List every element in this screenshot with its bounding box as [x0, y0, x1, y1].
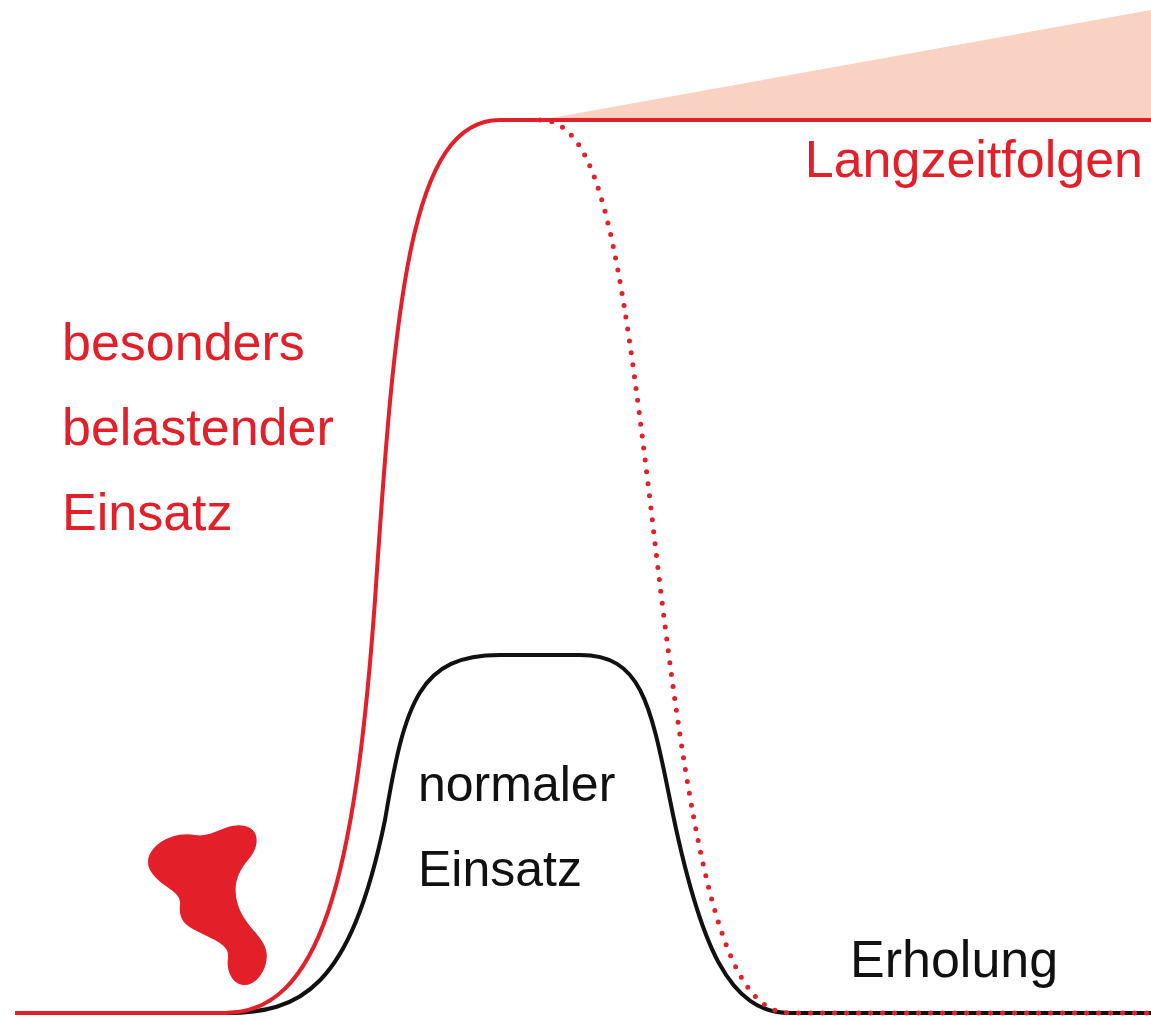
recovery-label: Erholung	[850, 928, 1058, 990]
recovery-dotted-curve	[540, 120, 1151, 1013]
long-term-label: Langzeitfolgen	[805, 128, 1143, 190]
long-term-wedge	[540, 10, 1151, 120]
stress-curve	[15, 120, 1151, 1013]
incident-blob	[148, 825, 267, 985]
normal-label: normaler Einsatz	[418, 742, 653, 912]
severe-label: besonders belastender Einsatz	[62, 300, 382, 555]
